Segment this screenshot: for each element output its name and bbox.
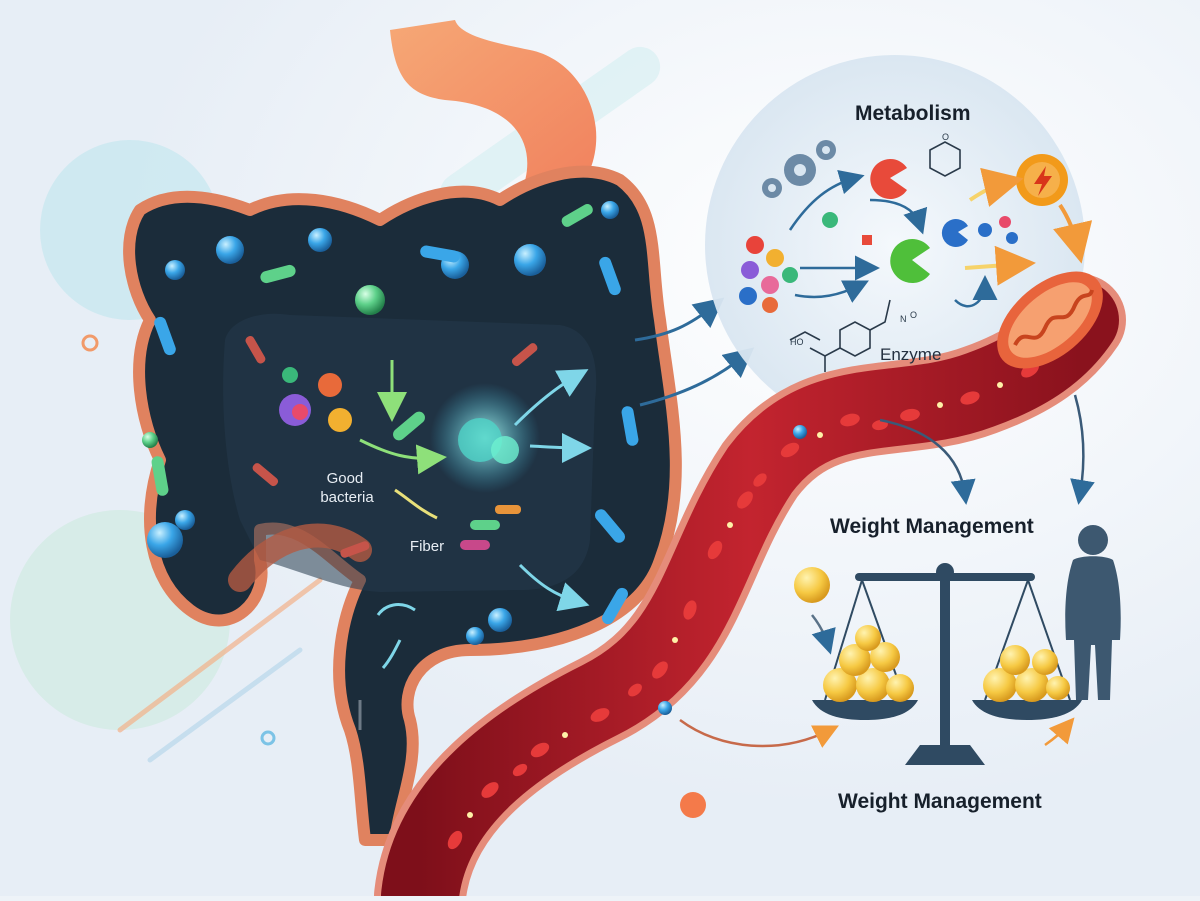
good-bacteria-line1: Good: [327, 470, 364, 487]
fat-cells-right: [983, 645, 1070, 702]
molecule-label-n: N: [900, 314, 907, 324]
good-bacteria-line2: bacteria: [320, 489, 374, 506]
nutrient-bubble: [793, 425, 807, 439]
metabolism-title: Metabolism: [855, 102, 971, 125]
human-silhouette-icon: [1065, 525, 1121, 700]
nutrient-particles: [467, 382, 1003, 818]
decor-line: [117, 577, 323, 733]
molecule-label-o2: O: [942, 132, 949, 142]
weight-management-label-bottom: Weight Management: [838, 790, 1042, 813]
fat-cells-left: [794, 567, 914, 702]
nutrient-bubble: [658, 701, 672, 715]
decor-ring: [81, 334, 99, 352]
large-intestine: [123, 165, 682, 846]
lightning-gear-icon: [1016, 154, 1068, 206]
decor-dot: [680, 792, 706, 818]
metabolism-arrows: [788, 167, 1093, 308]
decor-line: [147, 647, 303, 763]
good-bacteria-label: Good bacteria: [320, 470, 374, 506]
blood-vessel: [381, 281, 1119, 901]
bacteria-cluster: [142, 201, 639, 645]
gear-icon: [762, 140, 836, 198]
mitochondria-icon: [997, 271, 1103, 369]
chemical-structure: [789, 141, 961, 372]
enzyme-pacman-icon: [870, 159, 968, 283]
flow-arrows: [358, 297, 755, 730]
weight-arrows: [679, 394, 1095, 748]
molecule-label-ho: HO: [790, 337, 804, 347]
fiber-label: Fiber: [410, 538, 444, 555]
weight-management-label-top: Weight Management: [830, 515, 1034, 538]
molecule-label-o: O: [910, 310, 917, 320]
molecule-cluster: [739, 212, 1018, 313]
enzyme-label: Enzyme: [880, 345, 942, 364]
decor-ring: [260, 730, 276, 746]
